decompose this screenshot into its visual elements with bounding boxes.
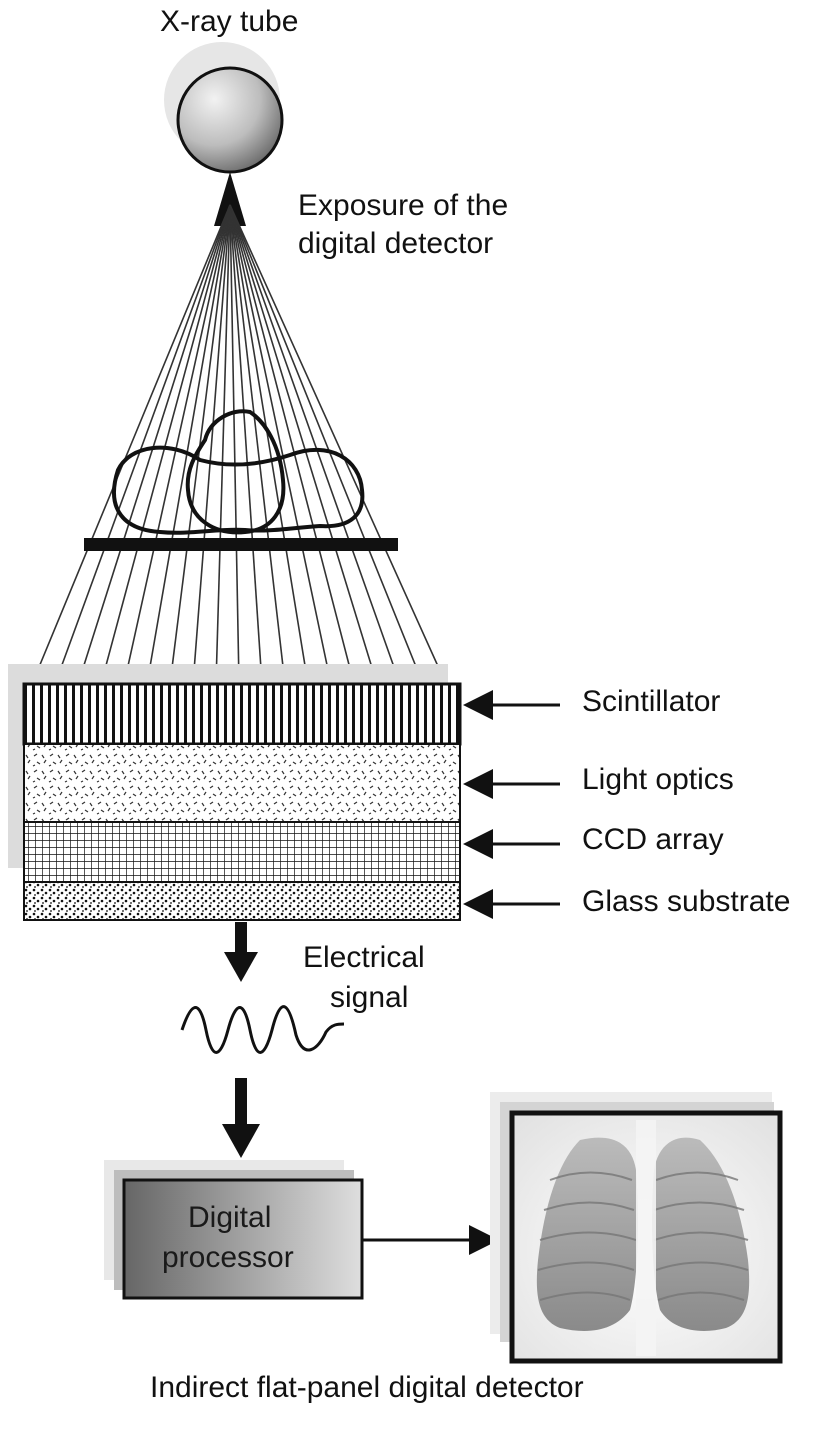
digital-processor-box (104, 1160, 364, 1300)
light-optics-label: Light optics (582, 763, 734, 796)
electrical-signal-line2: signal (330, 981, 409, 1014)
down-arrow-icon (224, 922, 258, 982)
exposure-label-line1: Exposure of the (298, 189, 509, 222)
scintillator-label: Scintillator (582, 685, 721, 718)
chest-xray-image-icon (490, 1092, 783, 1364)
processor-label-line1: Digital (188, 1201, 272, 1234)
xray-beam-line (229, 204, 355, 685)
ccd-array-label: CCD array (582, 823, 724, 856)
xray-beam-line (229, 204, 309, 685)
xray-beam-line (123, 204, 231, 685)
xray-beam-line (31, 204, 231, 685)
xray-beam-line (192, 204, 231, 685)
xray-beam-line (229, 204, 263, 685)
exposure-label-line2: digital detector (298, 227, 494, 260)
xray-beam-line (100, 204, 231, 685)
xray-beam-line (229, 204, 378, 685)
layer-pointer-arrows (463, 690, 560, 919)
patient-cross-section-icon (112, 409, 365, 535)
electrical-signal-line1: Electrical (303, 941, 425, 974)
xray-tube-label: X-ray tube (160, 5, 299, 38)
xray-beam-line (229, 204, 424, 685)
xray-beam-line (229, 204, 447, 685)
xray-beam-line (229, 204, 240, 685)
xray-beam (31, 204, 447, 685)
xray-beam-line (229, 204, 286, 685)
focal-spot (214, 172, 246, 226)
waveform-icon (180, 1005, 345, 1054)
down-arrow-icon (222, 1078, 260, 1158)
xray-tube-icon (164, 42, 284, 174)
xray-beam-line (229, 204, 401, 685)
xray-beam-line (229, 204, 332, 685)
xray-beam-line (146, 204, 231, 685)
patient-table-icon (84, 538, 398, 551)
glass-substrate-label: Glass substrate (582, 885, 791, 918)
xray-beam-line (215, 204, 231, 685)
figure-caption: Indirect flat-panel digital detector (150, 1371, 584, 1404)
xray-beam-line (54, 204, 231, 685)
flat-panel-detector-icon (8, 664, 462, 921)
xray-beam-line (77, 204, 231, 685)
processor-label-line2: processor (162, 1241, 294, 1274)
